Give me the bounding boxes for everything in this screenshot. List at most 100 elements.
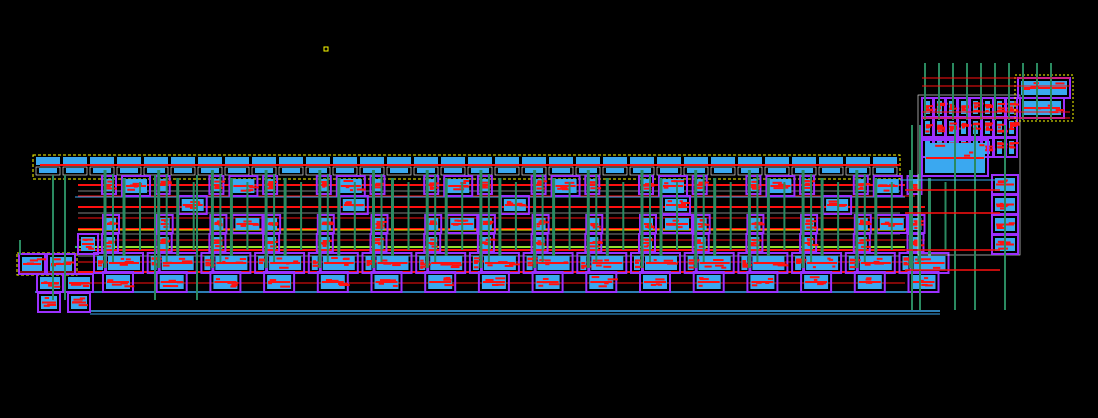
cell-poly — [914, 226, 919, 229]
bus-cell — [684, 157, 708, 165]
cell-poly — [903, 258, 912, 261]
cell-poly — [700, 219, 706, 222]
cell-poly — [804, 184, 811, 186]
cell-poly — [997, 102, 1008, 105]
cell-poly — [663, 259, 674, 262]
cell-poly — [773, 187, 784, 190]
cell-poly — [671, 180, 677, 183]
cell-poly — [159, 182, 168, 185]
bus-cell — [498, 168, 516, 173]
cell-poly — [109, 262, 139, 264]
cell-poly — [463, 180, 469, 183]
cell-boundary — [907, 271, 940, 293]
cell-poly — [162, 262, 193, 264]
cell-boundary — [691, 175, 708, 195]
cell-poly — [664, 182, 669, 185]
cell-poly — [589, 242, 598, 244]
cell-boundary — [745, 175, 762, 195]
cell-poly — [279, 266, 289, 269]
bus-cell — [282, 168, 300, 173]
cell-poly — [1010, 146, 1013, 149]
cell-poly — [804, 242, 813, 244]
cell-poly — [420, 265, 430, 268]
cell-poly — [329, 279, 339, 282]
cell-poly — [912, 186, 919, 189]
cell-poly — [107, 180, 115, 183]
cell-poly — [159, 184, 166, 186]
cell-poly — [443, 278, 452, 281]
bus-cell — [174, 168, 192, 173]
cell-poly — [429, 221, 437, 224]
cell-poly — [937, 126, 947, 129]
cell-poly — [914, 262, 945, 264]
cell-poly — [538, 284, 544, 287]
cell-poly — [460, 219, 469, 222]
cell-poly — [230, 285, 237, 288]
cell-poly — [650, 283, 657, 286]
cell-poly — [679, 200, 683, 203]
cell-poly — [392, 264, 401, 267]
cell-poly — [481, 184, 488, 186]
cell-poly — [151, 262, 156, 264]
cell-poly — [704, 265, 712, 268]
cell-poly — [937, 104, 947, 107]
cell-poly — [106, 187, 117, 190]
cell-poly — [986, 126, 989, 129]
cell-poly — [696, 187, 702, 190]
cell-poly — [473, 257, 480, 260]
cell-poly — [742, 260, 746, 263]
cell-poly — [338, 282, 349, 285]
cell-poly — [713, 259, 724, 262]
cell-poly — [78, 304, 88, 307]
cell-poly — [860, 262, 891, 264]
cell-poly — [44, 297, 49, 300]
cell-poly — [911, 243, 918, 246]
cell-poly — [535, 242, 544, 244]
cell-poly — [796, 262, 801, 264]
bus-cell — [36, 157, 60, 165]
cell-poly — [312, 264, 317, 267]
cell-boundary — [262, 175, 279, 195]
cell-poly — [667, 200, 673, 203]
cell-poly — [805, 223, 814, 225]
cell-poly — [323, 262, 354, 264]
cell-poly — [268, 223, 277, 225]
cell-poly — [827, 257, 831, 260]
bus-cell — [336, 168, 354, 173]
cell-poly — [973, 127, 983, 130]
cell-poly — [985, 110, 989, 113]
cell-poly — [343, 180, 354, 183]
cell-poly — [996, 225, 1003, 228]
cell-poly — [447, 263, 453, 266]
cell-poly — [655, 283, 660, 286]
cell-poly — [696, 184, 703, 186]
cell-poly — [675, 226, 683, 229]
bus-cell — [714, 168, 732, 173]
cell-poly — [973, 102, 980, 105]
cell-poly — [581, 265, 592, 268]
cell-poly — [698, 284, 703, 287]
cell-poly — [920, 279, 924, 282]
cell-poly — [527, 261, 539, 264]
cell-poly — [23, 263, 41, 265]
cell-boundary — [746, 271, 779, 293]
cell-poly — [877, 185, 898, 187]
cell-poly — [168, 279, 176, 282]
cell-poly — [938, 126, 941, 129]
cell-boundary — [765, 175, 796, 197]
cell-poly — [911, 242, 920, 244]
cell-poly — [772, 181, 782, 184]
cell-poly — [646, 244, 651, 247]
bus-cell — [768, 168, 786, 173]
bus-cell — [39, 168, 57, 173]
cell-poly — [47, 303, 57, 306]
cell-poly — [635, 262, 639, 264]
cell-poly — [920, 258, 931, 261]
cell-poly — [817, 282, 826, 285]
cell-poly — [796, 258, 807, 261]
cell-poly — [996, 205, 1008, 208]
cell-poly — [485, 239, 491, 242]
cell-poly — [924, 284, 933, 287]
bus-cell — [279, 157, 303, 165]
